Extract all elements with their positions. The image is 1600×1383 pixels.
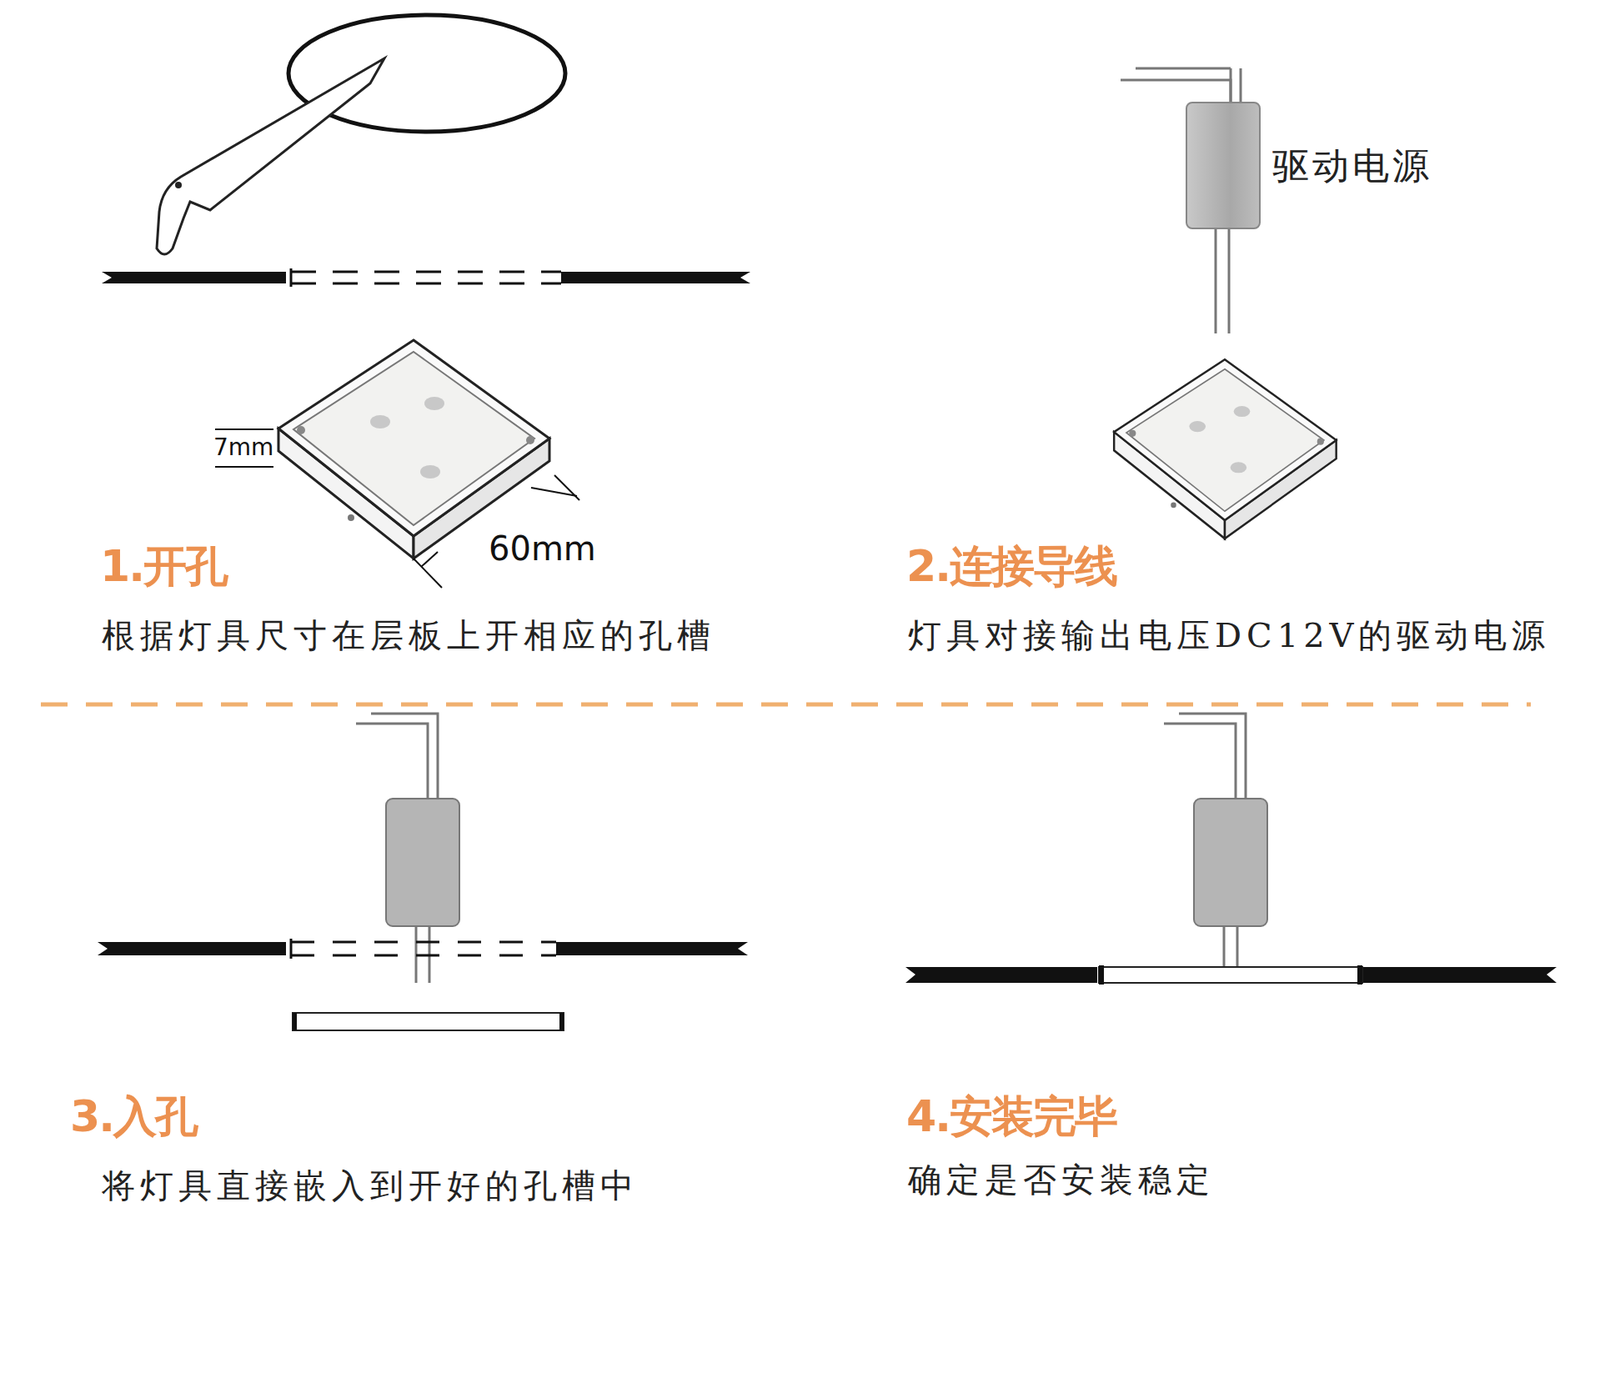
- driver-shape: [1185, 101, 1261, 230]
- dimension: 7mm: [211, 433, 276, 462]
- node-label: 驱动电源: [1272, 140, 1433, 191]
- driver-box: 驱动电源: [1185, 101, 1261, 230]
- step-title: 4.安装完毕: [906, 1088, 1117, 1147]
- step-title: 3.入孔: [70, 1088, 197, 1147]
- step-description: 根据灯具尺寸在层板上开相应的孔槽: [101, 612, 716, 659]
- dimension: 60mm: [486, 529, 598, 568]
- step-description: 确定是否安装稳定: [907, 1157, 1215, 1204]
- step-title: 2.连接导线: [906, 537, 1117, 597]
- step-description: 灯具对接输出电压DC12V的驱动电源: [907, 612, 1550, 659]
- step-title: 1.开孔: [100, 537, 227, 597]
- step-description: 将灯具直接嵌入到开好的孔槽中: [101, 1163, 639, 1209]
